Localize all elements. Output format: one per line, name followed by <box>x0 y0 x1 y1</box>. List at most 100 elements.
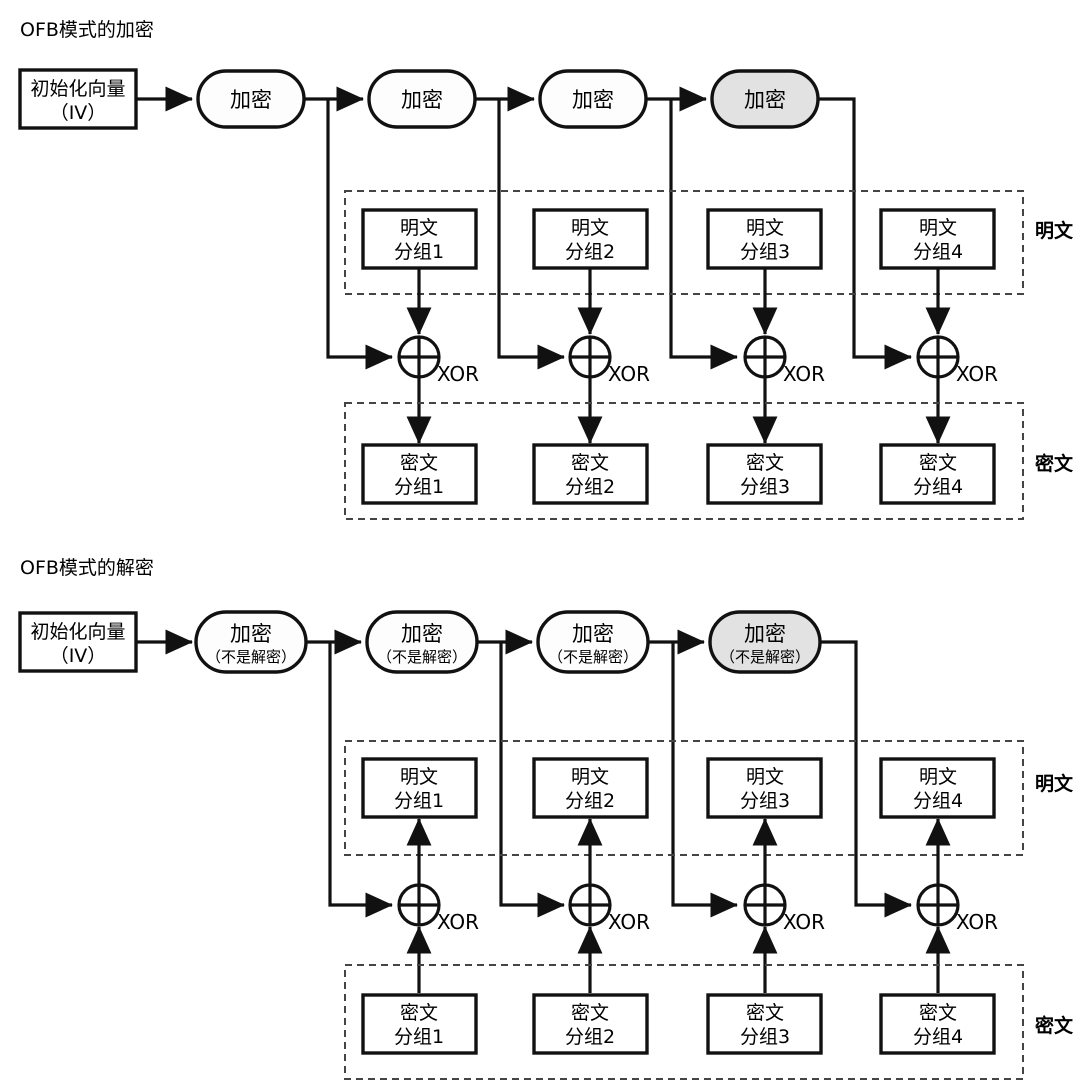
keystream-e3-to-xor3 <box>669 99 738 370</box>
plaintext-block-d3-line2: 分组3 <box>740 790 790 812</box>
keystream-d3-to-xor3 <box>671 642 738 918</box>
cipher-node-d2-label: 加密 <box>401 622 443 646</box>
plaintext-block-e4-line1: 明文 <box>919 217 957 239</box>
xor-gate-d3-label: XOR <box>783 910 825 934</box>
ciphertext-block-d4-line1: 密文 <box>919 1002 957 1024</box>
plaintext-block-d4-line2: 分组4 <box>913 790 963 812</box>
plaintext-block-e4: 明文 分组4 <box>879 208 996 270</box>
ciphertext-block-e2: 密文 分组2 <box>532 443 649 505</box>
ciphertext-block-d3: 密文 分组3 <box>706 993 823 1055</box>
ciphertext-block-e1-line2: 分组1 <box>394 476 444 498</box>
plaintext-group-label-decryption: 明文 <box>1035 772 1074 795</box>
ciphertext-group-encryption <box>344 402 1024 520</box>
cipher-node-e1-label: 加密 <box>230 88 272 112</box>
ciphertext-block-d1-line2: 分组1 <box>394 1026 444 1048</box>
plaintext-block-e2-line1: 明文 <box>571 217 609 239</box>
plaintext-block-e1: 明文 分组1 <box>361 208 478 270</box>
ciphertext-block-e4: 密文 分组4 <box>879 443 996 505</box>
ciphertext-group-label-decryption: 密文 <box>1035 1014 1074 1037</box>
plaintext-block-d1: 明文 分组1 <box>361 757 478 819</box>
xor-gate-e3: XOR <box>743 335 825 386</box>
keystream-e2-to-xor2 <box>497 99 565 370</box>
plaintext-block-d1-line2: 分组1 <box>394 790 444 812</box>
cipher-node-d1-sublabel: （不是解密） <box>206 648 296 666</box>
plaintext-group-label-encryption: 明文 <box>1035 219 1074 242</box>
xor-gate-d1: XOR <box>397 883 479 934</box>
xor-gate-d2: XOR <box>568 883 650 934</box>
keystream-d1-to-xor1 <box>328 642 393 918</box>
xor-gate-d2-label: XOR <box>608 910 650 934</box>
plaintext-block-d2: 明文 分组2 <box>532 757 649 819</box>
cipher-node-d3: 加密 （不是解密） <box>536 610 650 674</box>
iv-label-d-line1: 初始化向量 <box>30 621 125 643</box>
iv-box-decryption: 初始化向量 （IV） <box>18 611 138 673</box>
plaintext-block-d4: 明文 分组4 <box>879 757 996 819</box>
iv-label-d-line2: （IV） <box>50 645 107 667</box>
ciphertext-block-d2: 密文 分组2 <box>532 993 649 1055</box>
ciphertext-block-d4-line2: 分组4 <box>913 1026 963 1048</box>
xor-gate-e2: XOR <box>568 335 650 386</box>
plaintext-block-e2: 明文 分组2 <box>532 208 649 270</box>
ciphertext-block-e3-line2: 分组3 <box>740 476 790 498</box>
plaintext-block-e4-line2: 分组4 <box>913 241 963 263</box>
cipher-node-e2: 加密 <box>367 69 477 129</box>
xor-gate-e4-label: XOR <box>956 362 998 386</box>
plaintext-block-e3: 明文 分组3 <box>706 208 823 270</box>
section-title-decryption: OFB模式的解密 <box>20 557 154 579</box>
xor-gate-e1-label: XOR <box>437 362 479 386</box>
cipher-node-e4: 加密 <box>710 69 820 129</box>
ciphertext-block-d2-line1: 密文 <box>571 1002 609 1024</box>
plaintext-group-decryption <box>344 740 1024 856</box>
ciphertext-block-d2-line2: 分组2 <box>565 1026 615 1048</box>
plaintext-block-e3-line2: 分组3 <box>740 241 790 263</box>
plaintext-block-e2-line2: 分组2 <box>565 241 615 263</box>
ciphertext-block-d3-line2: 分组3 <box>740 1026 790 1048</box>
plaintext-block-d4-line1: 明文 <box>919 766 957 788</box>
cipher-node-d3-sublabel: （不是解密） <box>548 648 638 666</box>
ciphertext-block-e1: 密文 分组1 <box>361 443 478 505</box>
cipher-node-d4: 加密 （不是解密） <box>708 610 822 674</box>
ciphertext-block-e4-line1: 密文 <box>919 452 957 474</box>
ciphertext-group-label-encryption: 密文 <box>1035 452 1074 475</box>
ciphertext-group-decryption <box>344 964 1024 1080</box>
ciphertext-block-e4-line2: 分组4 <box>913 476 963 498</box>
iv-label-line1: 初始化向量 <box>30 78 125 100</box>
cipher-node-e4-label: 加密 <box>744 88 786 112</box>
plaintext-block-d2-line2: 分组2 <box>565 790 615 812</box>
xor-gate-e4: XOR <box>916 335 998 386</box>
ciphertext-block-d1-line1: 密文 <box>400 1002 438 1024</box>
ciphertext-block-e2-line1: 密文 <box>571 452 609 474</box>
plaintext-block-e1-line2: 分组1 <box>394 241 444 263</box>
plaintext-block-e1-line1: 明文 <box>400 217 438 239</box>
cipher-node-e1: 加密 <box>196 69 306 129</box>
xor-gate-e1: XOR <box>397 335 479 386</box>
xor-gate-d4: XOR <box>916 883 998 934</box>
plaintext-block-d3-line1: 明文 <box>746 766 784 788</box>
plaintext-group-encryption <box>344 190 1024 295</box>
xor-gate-e2-label: XOR <box>608 362 650 386</box>
ciphertext-block-e3: 密文 分组3 <box>706 443 823 505</box>
ciphertext-block-d1: 密文 分组1 <box>361 993 478 1055</box>
cipher-node-d4-label: 加密 <box>744 622 786 646</box>
xor-gate-d4-label: XOR <box>956 910 998 934</box>
section-decryption: OFB模式的解密 初始化向量 （IV） 加密 （不是解密） 加密 （不是解密） … <box>18 557 1074 1080</box>
iv-label-line2: （IV） <box>50 102 107 124</box>
ciphertext-block-e2-line2: 分组2 <box>565 476 615 498</box>
ciphertext-block-e3-line1: 密文 <box>746 452 784 474</box>
section-encryption: OFB模式的加密 初始化向量 （IV） 加密 加密 加密 <box>18 19 1074 520</box>
cipher-node-e2-label: 加密 <box>401 88 443 112</box>
cipher-node-e3-label: 加密 <box>572 88 614 112</box>
cipher-node-d3-label: 加密 <box>572 622 614 646</box>
ciphertext-block-d4: 密文 分组4 <box>879 993 996 1055</box>
cipher-node-d1: 加密 （不是解密） <box>194 610 308 674</box>
cipher-node-e3: 加密 <box>538 69 648 129</box>
section-title-encryption: OFB模式的加密 <box>20 19 154 41</box>
keystream-e1-to-xor1 <box>326 99 393 370</box>
keystream-d4-to-xor4 <box>820 640 912 918</box>
cipher-node-d1-label: 加密 <box>230 622 272 646</box>
plaintext-block-d2-line1: 明文 <box>571 766 609 788</box>
xor-gate-d3: XOR <box>743 883 825 934</box>
cipher-node-d2: 加密 （不是解密） <box>365 610 479 674</box>
